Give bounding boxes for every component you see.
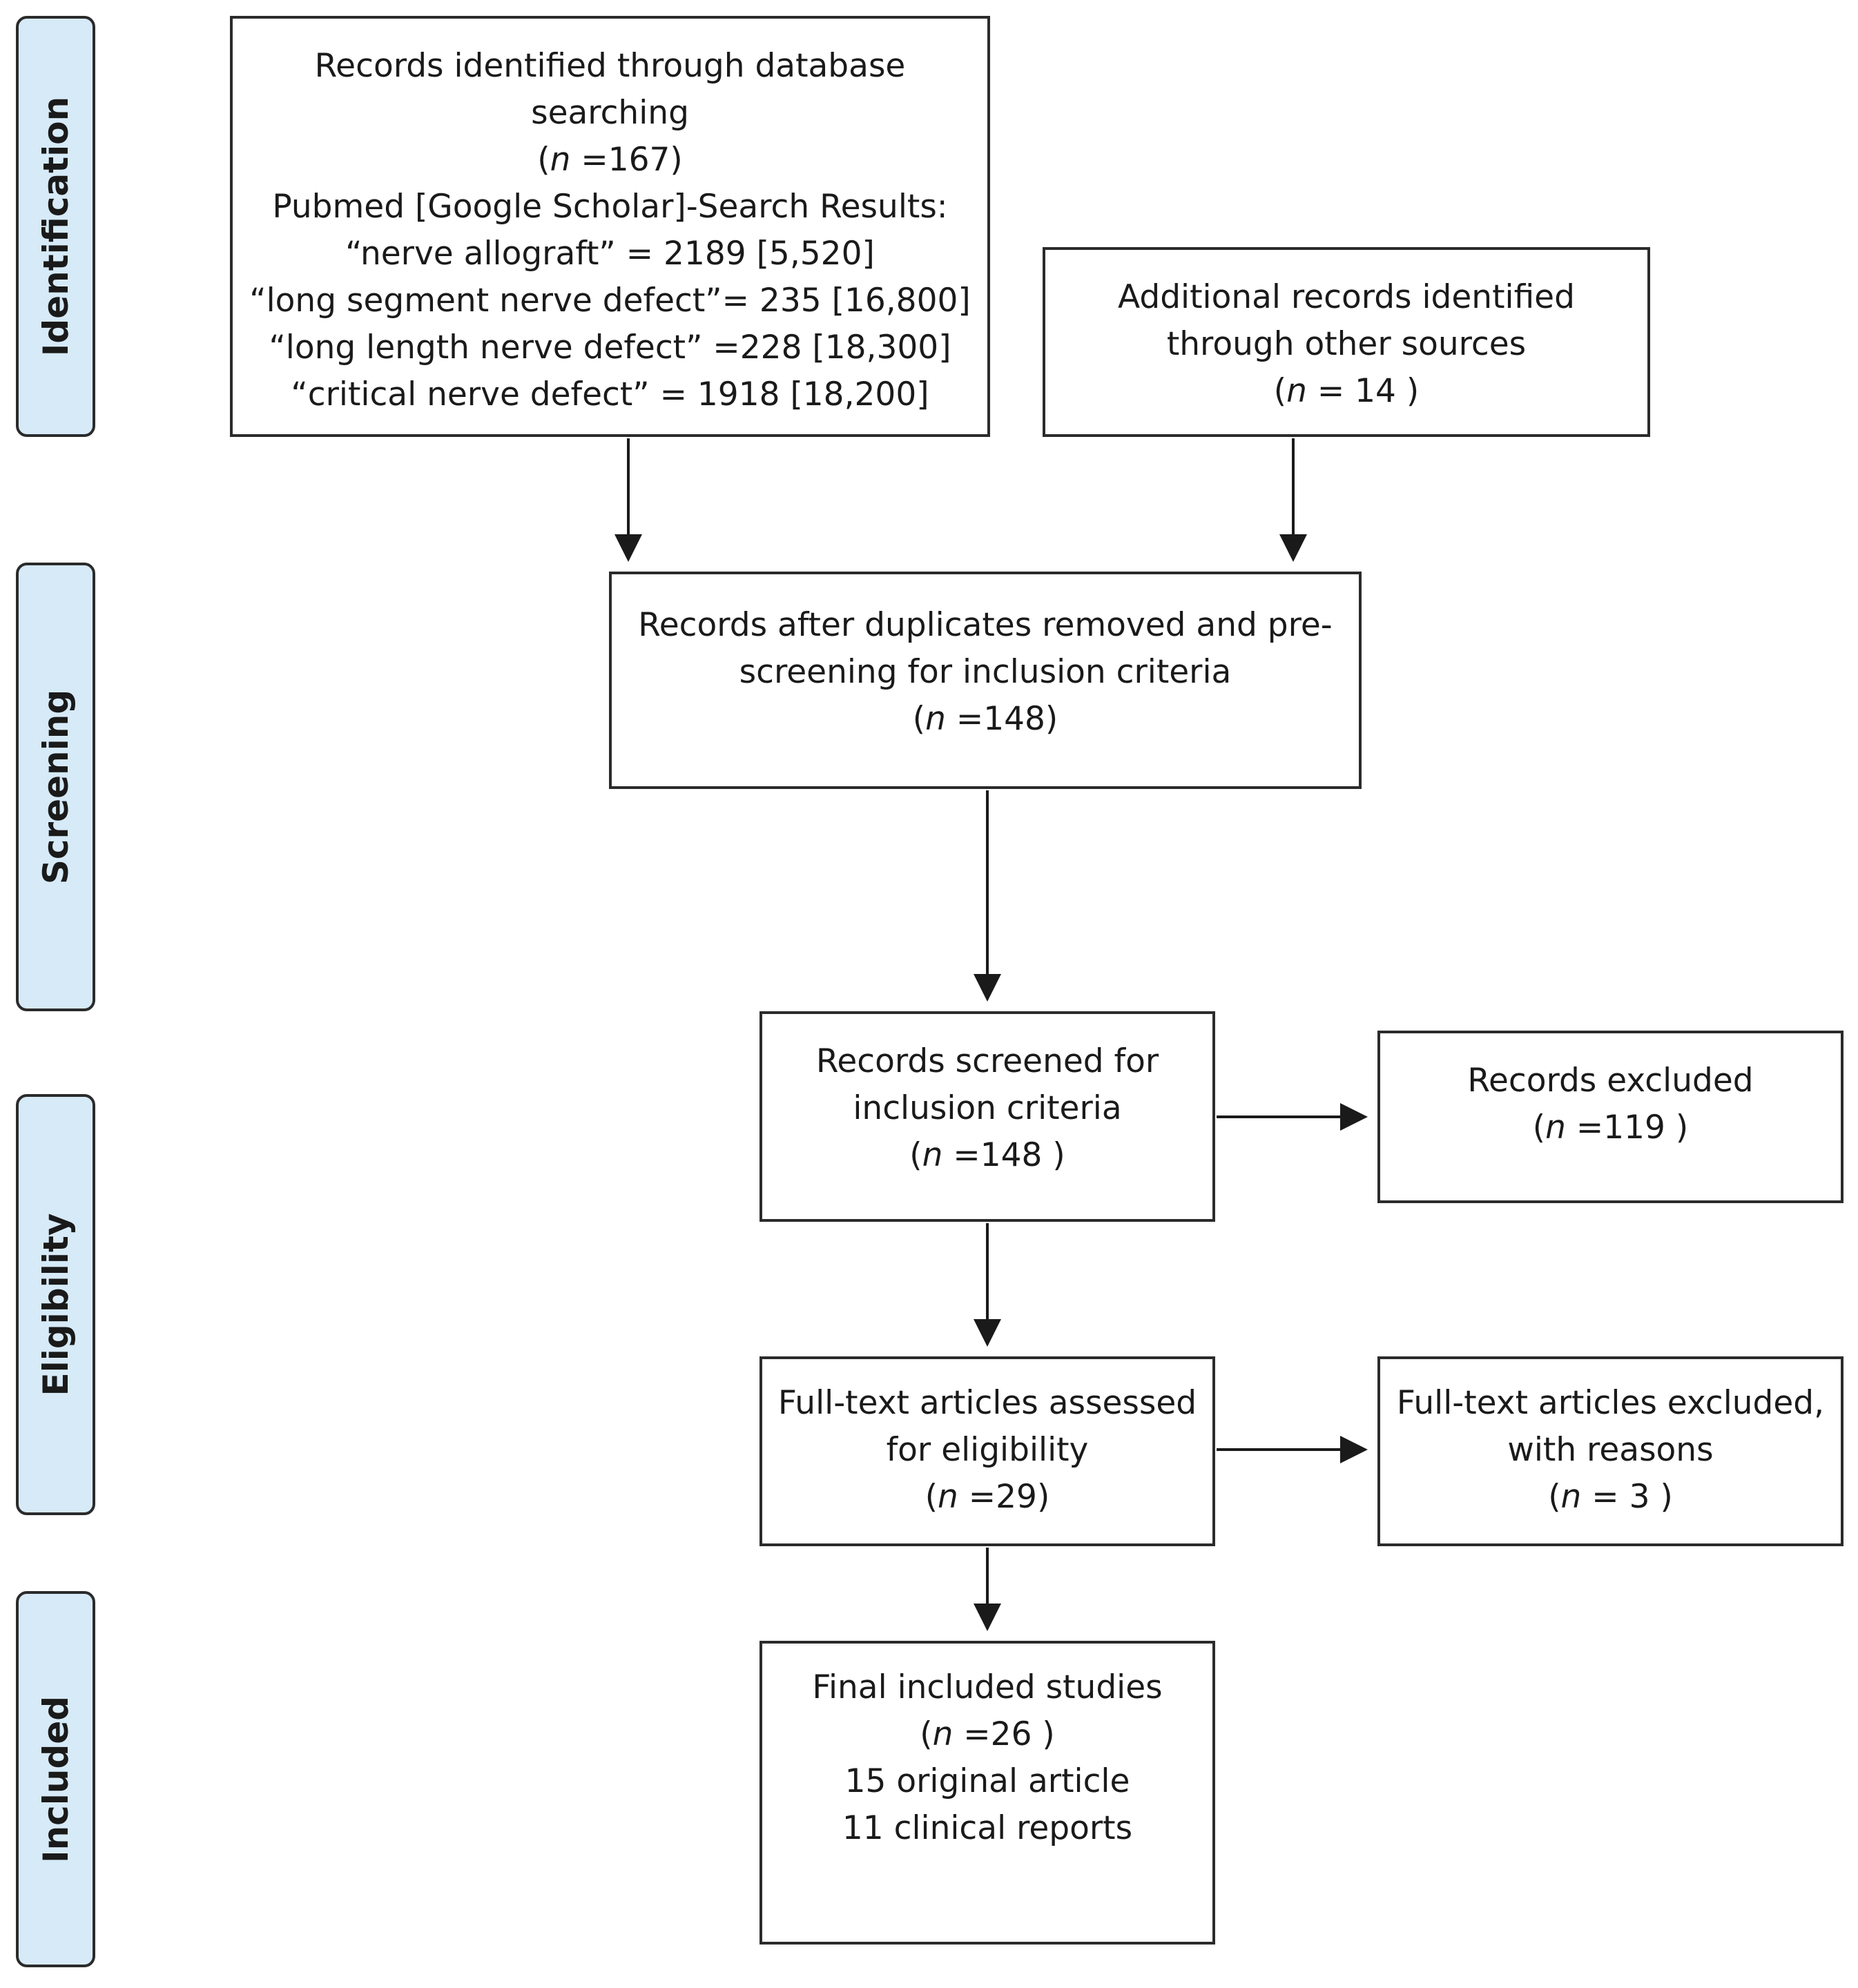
screened-count: (n =148 ) [909,1136,1065,1174]
box-fulltext-excluded: Full-text articles excluded, with reason… [1377,1356,1844,1546]
fulltext-line-1: Full-text articles assessed [777,1384,1197,1422]
final-original-articles: 15 original article [844,1762,1130,1800]
search-result-3: “long length nerve defect” =228 [18,300] [269,329,951,367]
box-fulltext-assessed: Full-text articles assessed for eligibil… [759,1356,1215,1546]
after-duplicates-line-2: screening for inclusion criteria [739,653,1232,691]
additional-line-1: Additional records identified [1118,278,1575,316]
excluded-line-1: Records excluded [1467,1062,1754,1100]
additional-line-2: through other sources [1166,325,1527,363]
screened-line-2: inclusion criteria [853,1089,1122,1127]
identified-line-1: Records identified through database [314,47,906,85]
identified-count: (n =167) [537,141,683,179]
fulltext-count: (n =29) [925,1478,1050,1516]
search-result-1: “nerve allograft” = 2189 [5,520] [345,235,875,273]
screened-line-1: Records screened for [815,1042,1159,1080]
search-result-4: “critical nerve defect” = 1918 [18,200] [291,376,929,413]
excluded-count: (n =119 ) [1532,1109,1689,1147]
fulltext-excluded-line-1: Full-text articles excluded, [1396,1384,1825,1422]
final-count: (n =26 ) [920,1715,1055,1753]
box-final-included: Final included studies (n =26 ) 15 origi… [759,1641,1215,1945]
identified-line-2: searching [531,94,689,132]
phase-included: Included [16,1591,95,1967]
fulltext-excluded-count: (n = 3 ) [1548,1478,1673,1516]
fulltext-line-2: for eligibility [886,1431,1089,1469]
phase-eligibility: Eligibility [16,1094,95,1515]
box-records-screened: Records screened for inclusion criteria … [759,1011,1215,1222]
final-clinical-reports: 11 clinical reports [842,1809,1133,1847]
fulltext-excluded-line-2: with reasons [1507,1431,1714,1469]
phase-screening: Screening [16,563,95,1011]
after-duplicates-line-1: Records after duplicates removed and pre… [638,606,1333,644]
search-result-2: “long segment nerve defect”= 235 [16,800… [249,282,971,320]
final-line-1: Final included studies [812,1668,1163,1706]
box-records-excluded: Records excluded (n =119 ) [1377,1031,1844,1203]
phase-identification: Identification [16,16,95,437]
box-records-identified: Records identified through database sear… [230,16,990,437]
after-duplicates-count: (n =148) [912,700,1058,738]
search-results-heading: Pubmed [Google Scholar]-Search Results: [272,188,948,226]
additional-count: (n = 14 ) [1273,372,1420,410]
box-additional-records: Additional records identified through ot… [1043,247,1650,437]
box-after-duplicates: Records after duplicates removed and pre… [609,572,1362,789]
